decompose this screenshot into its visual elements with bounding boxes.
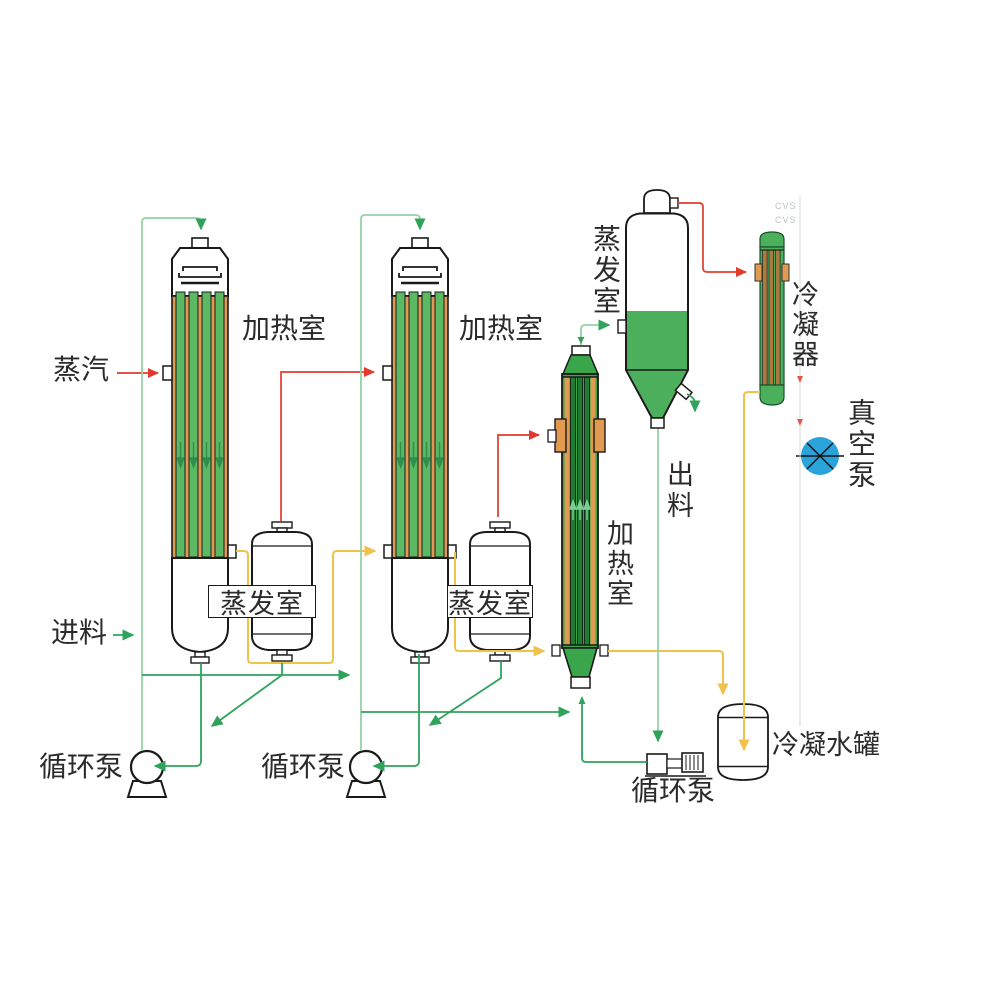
column1-condensate-port — [227, 544, 237, 559]
discharge-label: 出料 — [663, 460, 693, 522]
separator-inlet-flange — [617, 319, 627, 334]
column2-left-port — [383, 544, 393, 559]
heating-column-2 — [390, 236, 450, 665]
column1-to-pump1-pipe — [153, 663, 202, 772]
heating-column-3 — [547, 345, 609, 689]
feed-label: 进料 — [51, 618, 108, 649]
watermark-text-2: CVS — [775, 215, 797, 225]
circulation-riser-1 — [141, 217, 207, 751]
heating-chamber-1-label: 加热室 — [242, 314, 327, 345]
heating-chamber-3-label: 加热室 — [603, 519, 633, 609]
column2-to-pump2-pipe — [372, 654, 420, 772]
evaporation-chamber-2-label: 蒸发室 — [447, 585, 533, 619]
steam-inlet-flange-2 — [382, 365, 393, 381]
condensate-pipe-condenser-tank — [738, 391, 760, 752]
circulation-pump-1-label: 循环泵 — [39, 752, 124, 783]
column3-top-arrow — [577, 337, 585, 344]
circulation-pump-3-label: 循环泵 — [631, 776, 716, 807]
condensate-pipe-1-2 — [236, 545, 377, 664]
watermark-text-1: CVS — [775, 201, 797, 211]
circulation-pump-1-symbol — [126, 749, 168, 799]
product-discharge-pipe — [686, 393, 701, 413]
vacuum-pump-symbol — [796, 437, 844, 475]
column3-bottom-arrow — [578, 696, 586, 704]
circulation-pump-2-symbol — [345, 749, 387, 799]
condensate-tank-label: 冷凝水罐 — [772, 730, 880, 760]
circulation-pump-3-symbol — [645, 752, 706, 777]
vacuum-pump-label: 真空泵 — [844, 398, 875, 491]
column3-to-separator-pipe — [580, 319, 611, 345]
condensate-pipes-yellow — [236, 391, 760, 752]
steam-inlet-flange-3 — [547, 429, 557, 443]
condensate-pipe-3-tank — [608, 650, 729, 696]
circulation-pipes-light-green — [141, 214, 664, 751]
steam-vapor-pipes-red — [117, 202, 747, 521]
condenser-label: 冷凝器 — [788, 280, 818, 370]
circulation-pump-2-label: 循环泵 — [261, 752, 346, 783]
pump3-circulation-pipe — [581, 703, 647, 763]
vapor-pipe-to-condenser — [678, 202, 747, 277]
vapor-pipe-effect1-to-2 — [280, 367, 375, 521]
liquor-pipes-green — [113, 337, 701, 772]
heating-chamber-2-label: 加热室 — [459, 314, 544, 345]
vessel1-drain-pipe — [210, 663, 283, 727]
condenser-vessel — [754, 231, 790, 406]
vapor-pipe-effect2-to-3 — [497, 430, 540, 517]
circulation-riser-2 — [360, 214, 426, 751]
rising-flow-arrows — [568, 499, 592, 520]
column-ports — [162, 365, 457, 559]
column2-right-port — [447, 544, 457, 559]
steam-inlet-flange-1 — [162, 365, 173, 381]
evaporation-chamber-1-label: 蒸发室 — [208, 585, 316, 619]
evaporation-chamber-3-label: 蒸发室 — [589, 224, 620, 317]
separator-vessel — [617, 189, 693, 429]
vessel2-drain-pipe — [428, 661, 502, 726]
vacuum-suction-faint-line — [797, 196, 803, 726]
steam-label: 蒸汽 — [53, 355, 110, 386]
condensate-pipe-2-3 — [454, 552, 546, 657]
